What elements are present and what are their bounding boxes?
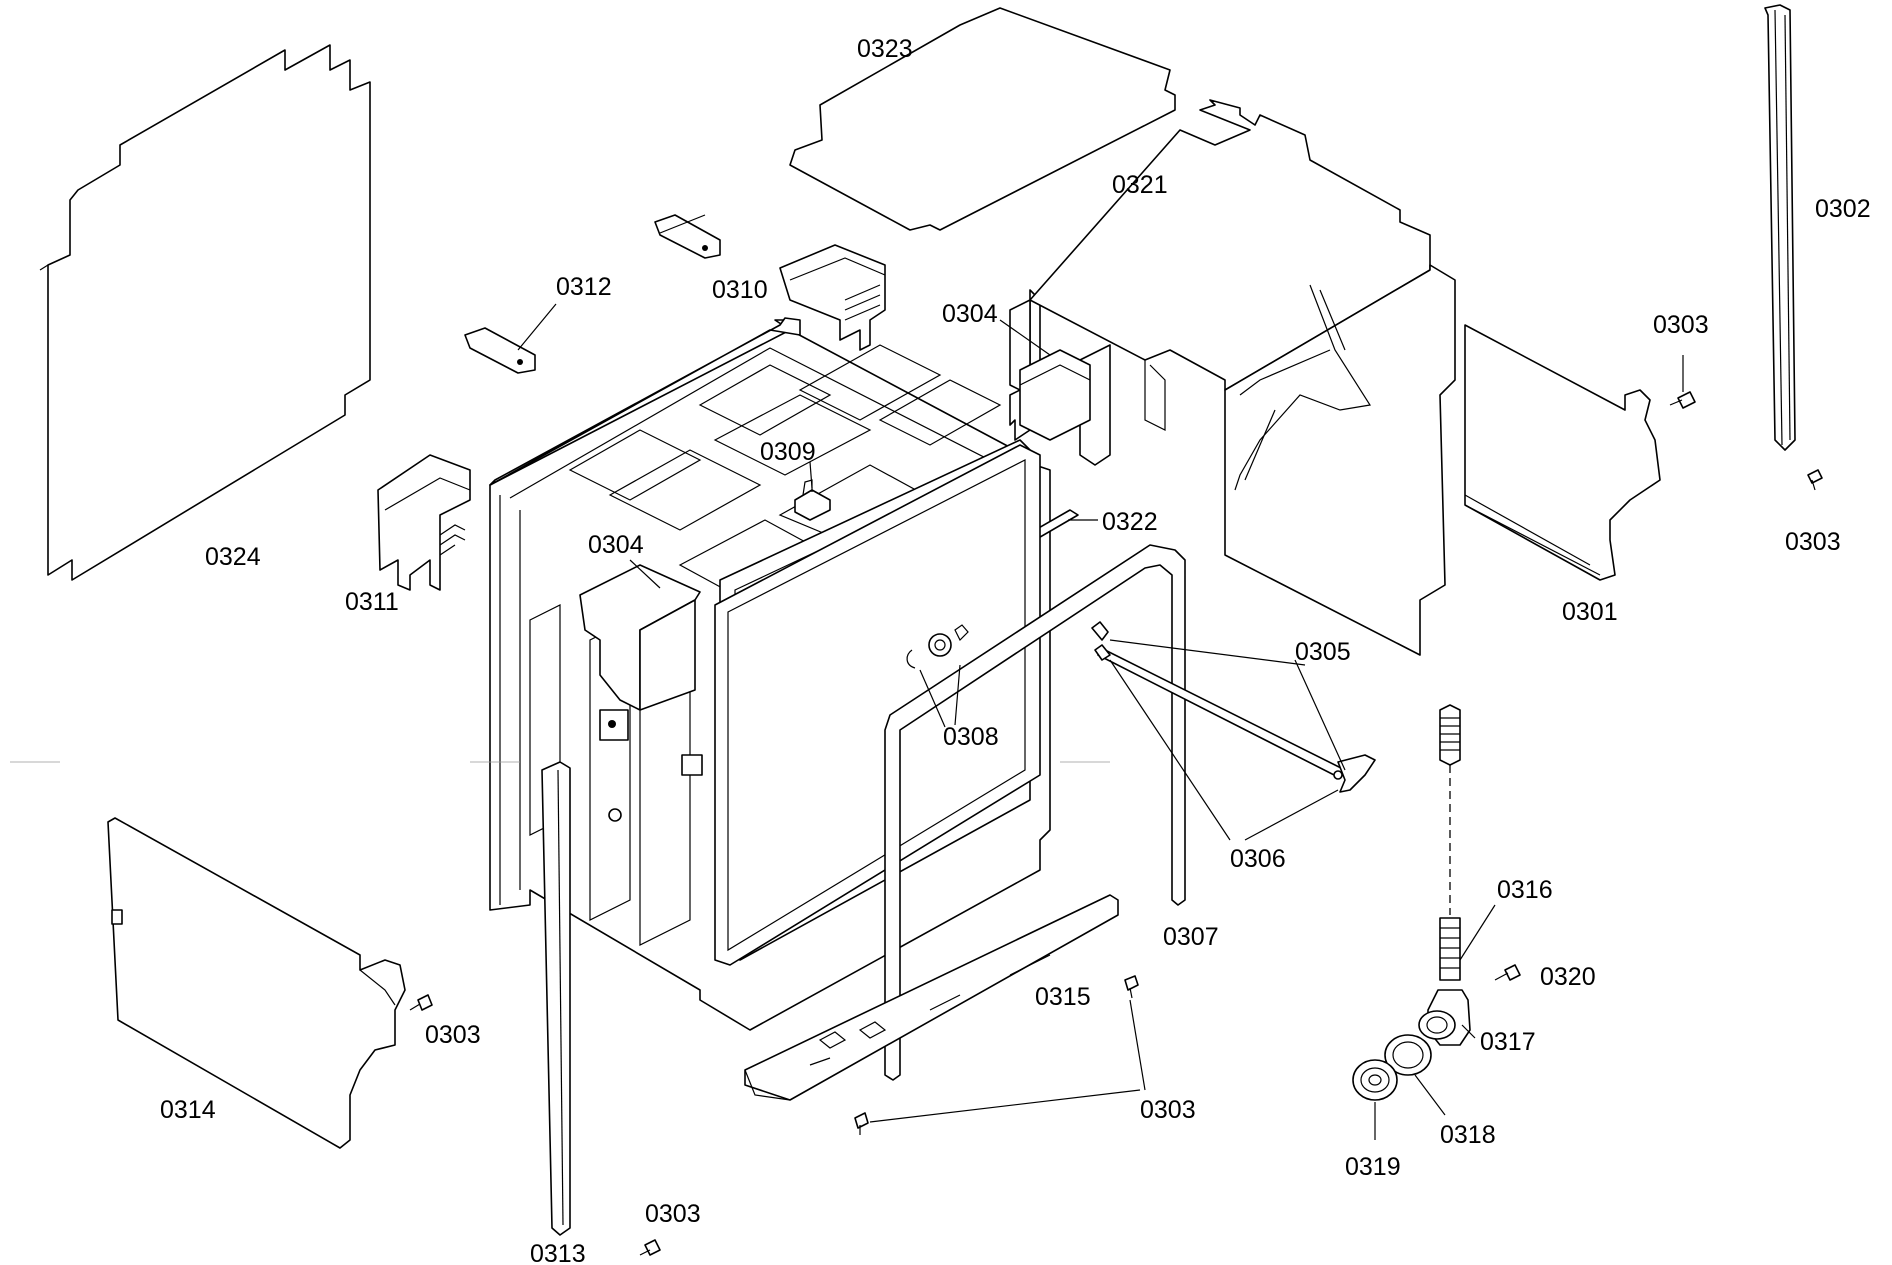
part-0313-vertical-strip [541,761,571,1236]
label-0318: 0318 [1440,1121,1496,1149]
part-0305-hinge-rail [1091,621,1376,793]
label-0305: 0305 [1295,638,1351,666]
label-0314: 0314 [160,1096,216,1124]
part-0310-bracket [779,244,886,351]
leader-lines [517,214,1684,1140]
part-0311-bracket [377,454,471,591]
part-0319-cap [1352,1059,1398,1101]
part-0303-screws [409,391,1823,1256]
part-labels: 0301 0302 0303 0303 0303 0303 0303 0304 … [160,35,1871,1265]
part-0304-bracket-right [1019,349,1091,441]
label-0306: 0306 [1230,845,1286,873]
label-0321: 0321 [1112,171,1168,199]
label-0320: 0320 [1540,963,1596,991]
label-0313: 0313 [530,1240,586,1265]
part-0317-elbow [1418,989,1471,1046]
label-0301: 0301 [1562,598,1618,626]
label-0311: 0311 [345,588,399,616]
label-0303-c: 0303 [425,1021,481,1049]
label-0316: 0316 [1497,876,1553,904]
part-door-frame [681,444,1041,966]
label-0302: 0302 [1815,195,1871,223]
part-0309-clip [794,479,831,521]
label-0304-a: 0304 [588,531,644,559]
label-0303-b: 0303 [1785,528,1841,556]
part-0312-plates [464,214,721,374]
part-0302-vertical-strip [1764,4,1796,451]
label-0312: 0312 [556,273,612,301]
label-0303-d: 0303 [1140,1096,1196,1124]
label-0310: 0310 [712,276,768,304]
label-0315: 0315 [1035,983,1091,1011]
part-0314-lower-panel [107,817,406,1149]
part-0316-hose [1439,704,1461,981]
part-0315-kick-plate [744,894,1119,1101]
label-0307: 0307 [1163,923,1219,951]
part-0320-screw [1494,964,1521,981]
part-0324-side-panel [39,44,371,581]
label-0309: 0309 [760,438,816,466]
label-0317: 0317 [1480,1028,1536,1056]
label-0324: 0324 [205,543,261,571]
label-0303-a: 0303 [1653,311,1709,339]
part-0308-fittings [906,624,969,669]
part-0321-outer-shell [1009,99,1456,656]
label-0308: 0308 [943,723,999,751]
label-0304-b: 0304 [942,300,998,328]
label-0323: 0323 [857,35,913,63]
label-0322: 0322 [1102,508,1158,536]
label-0319: 0319 [1345,1153,1401,1181]
part-0301-rear-panel [1464,324,1661,581]
part-0323-top-panel [789,7,1176,231]
part-0307-door-seal [884,544,1186,1081]
part-0318-ring [1384,1034,1432,1076]
label-0303-e: 0303 [645,1200,701,1228]
part-0304-bracket-left [579,564,701,822]
